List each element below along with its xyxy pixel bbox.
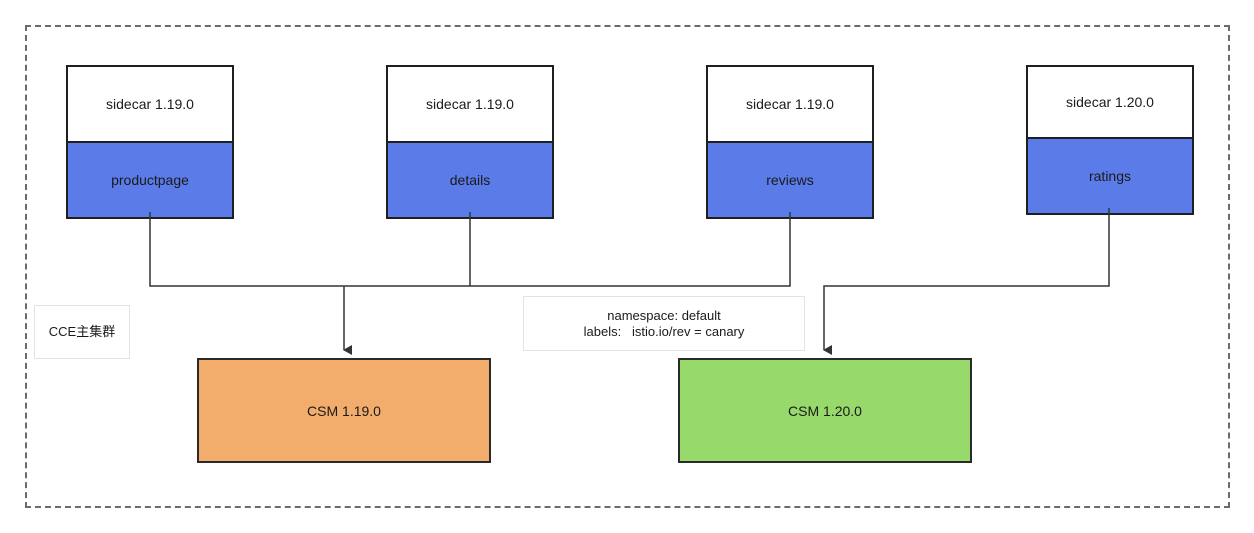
service-details: sidecar 1.19.0 details bbox=[386, 65, 554, 219]
service-ratings: sidecar 1.20.0 ratings bbox=[1026, 65, 1194, 215]
app-box-ratings: ratings bbox=[1026, 139, 1194, 215]
csm-control-plane-1-20: CSM 1.20.0 bbox=[678, 358, 972, 463]
sidecar-box: sidecar 1.19.0 bbox=[386, 65, 554, 143]
namespace-line: namespace: default bbox=[607, 307, 721, 323]
sidecar-box: sidecar 1.20.0 bbox=[1026, 65, 1194, 139]
app-box-productpage: productpage bbox=[66, 143, 234, 219]
app-box-details: details bbox=[386, 143, 554, 219]
sidecar-box: sidecar 1.19.0 bbox=[706, 65, 874, 143]
namespace-note: namespace: default labels: istio.io/rev … bbox=[523, 296, 805, 351]
csm-control-plane-1-19: CSM 1.19.0 bbox=[197, 358, 491, 463]
service-reviews: sidecar 1.19.0 reviews bbox=[706, 65, 874, 219]
cluster-boundary bbox=[25, 25, 1230, 508]
labels-line: labels: istio.io/rev = canary bbox=[583, 323, 745, 339]
arrow-to-csm-new bbox=[823, 208, 1110, 355]
sidecar-box: sidecar 1.19.0 bbox=[66, 65, 234, 143]
app-box-reviews: reviews bbox=[706, 143, 874, 219]
service-productpage: sidecar 1.19.0 productpage bbox=[66, 65, 234, 219]
cluster-label: CCE主集群 bbox=[34, 305, 130, 359]
